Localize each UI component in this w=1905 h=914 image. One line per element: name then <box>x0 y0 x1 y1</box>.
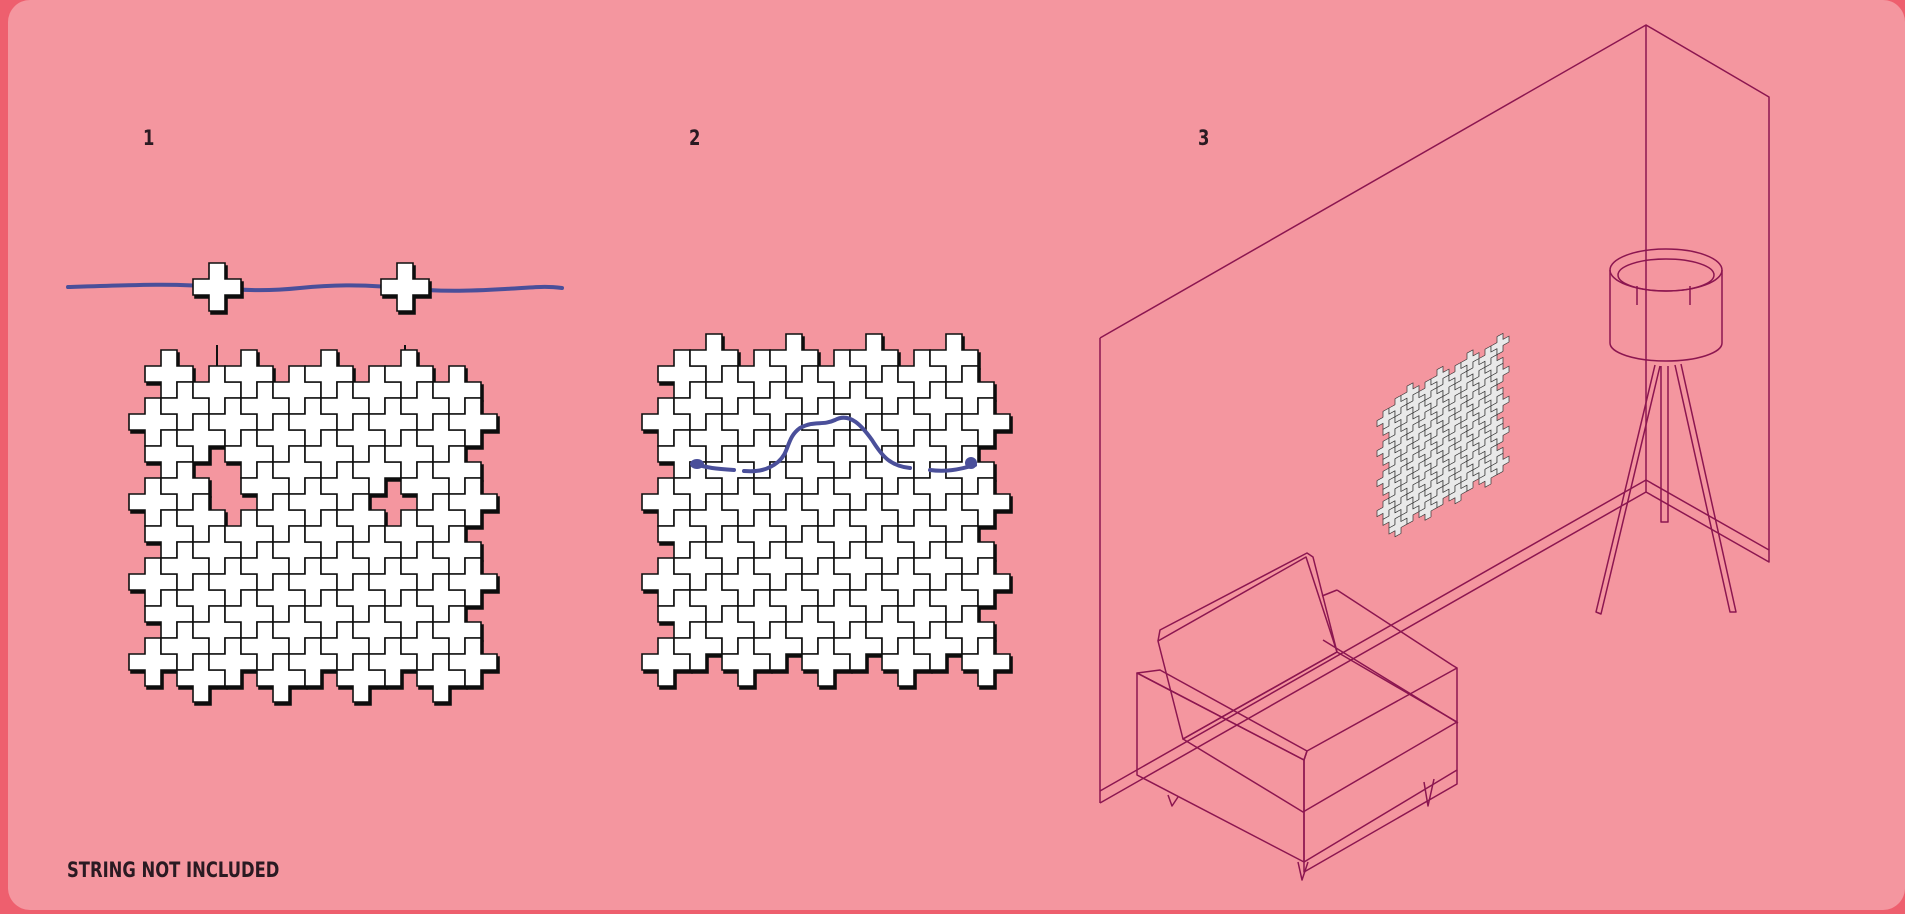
hanging-tile-left <box>193 263 241 311</box>
string-knot-right <box>965 457 977 469</box>
instruction-card: 1 2 3 STRING NOT INCLUDED <box>8 0 1905 910</box>
step-2-number: 2 <box>689 126 700 150</box>
step-3-number: 3 <box>1198 126 1209 150</box>
string-line <box>68 285 562 291</box>
instruction-illustration <box>8 0 1905 910</box>
string-not-included-note: STRING NOT INCLUDED <box>67 858 279 882</box>
tile-panel-with-gaps <box>129 350 497 702</box>
string-knot-left <box>690 459 704 469</box>
step-3-room-scene <box>1100 25 1769 880</box>
armchair <box>1137 553 1458 880</box>
floor-lamp <box>1596 249 1736 614</box>
hanging-tiles <box>68 263 562 311</box>
step-1-number: 1 <box>143 126 154 150</box>
hanging-tile-right <box>381 263 429 311</box>
step-1-illustration <box>68 263 562 702</box>
tile-panel-complete <box>642 334 1010 686</box>
mounted-tile-panel <box>1377 330 1509 547</box>
step-2-illustration <box>642 334 1010 686</box>
